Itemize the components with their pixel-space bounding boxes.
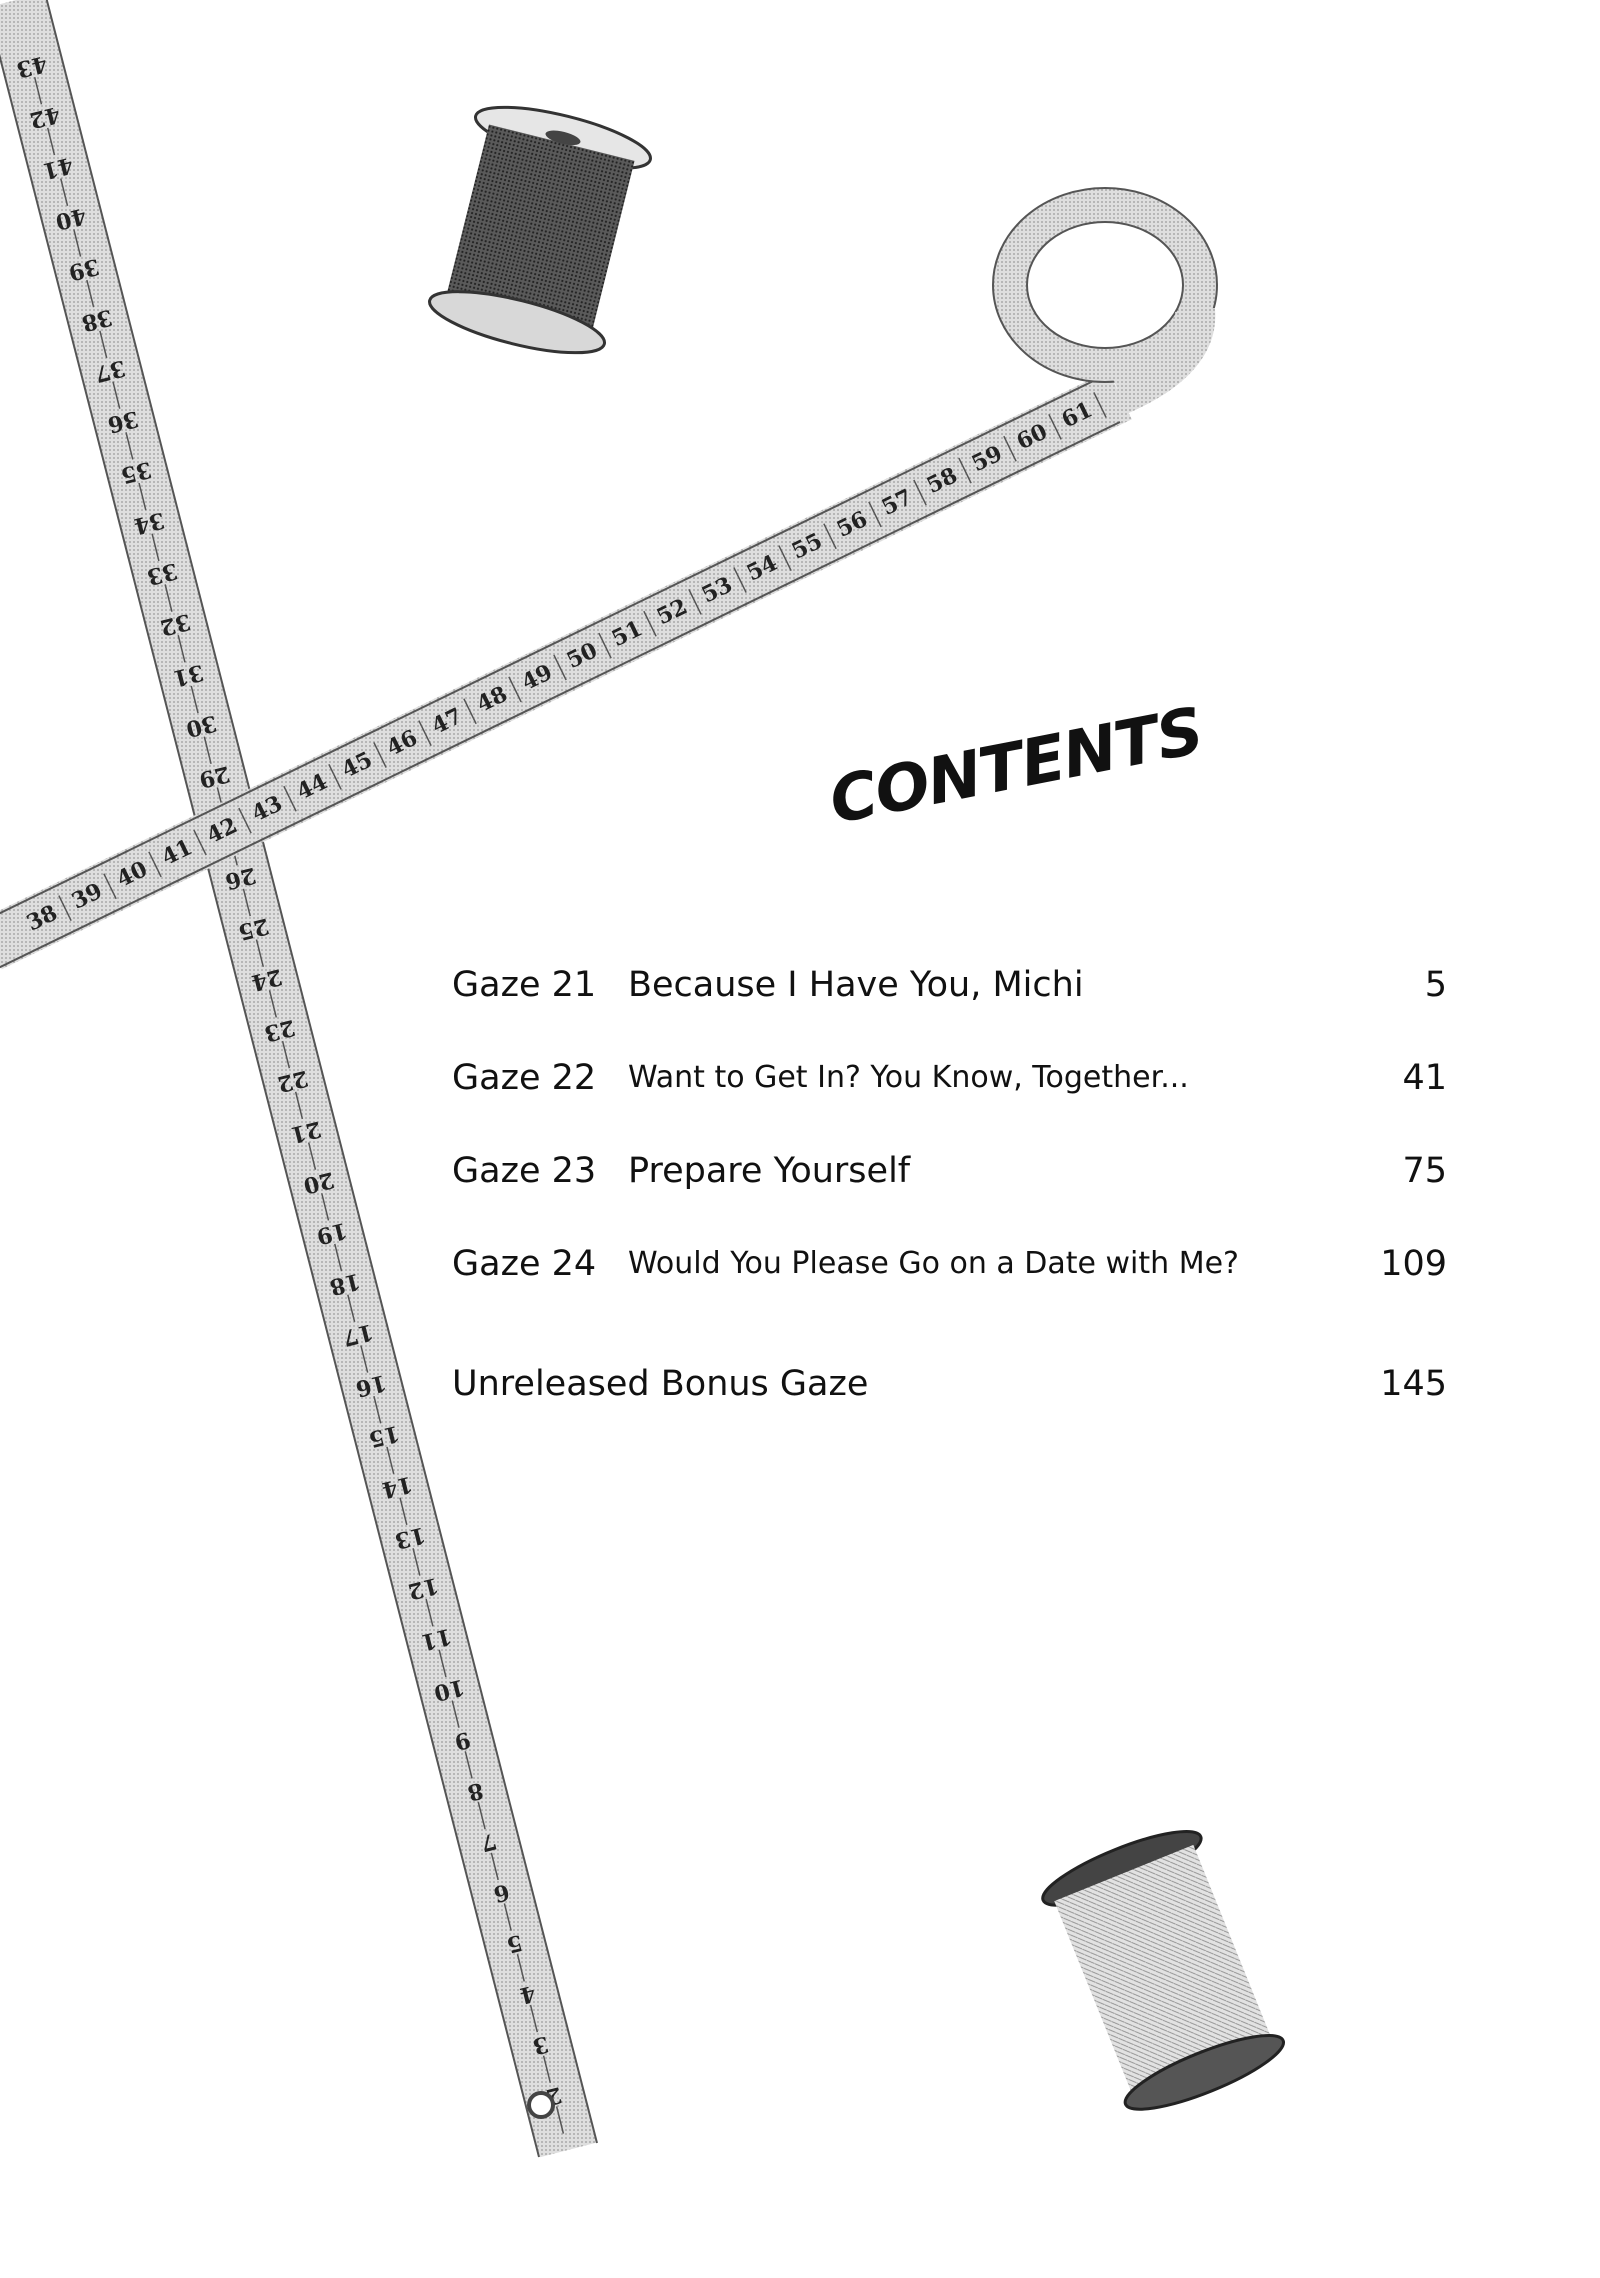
toc-entry[interactable]: Gaze 22 Want to Get In? You Know, Togeth… <box>452 1048 1447 1141</box>
tape-end-eyelet <box>527 2091 555 2119</box>
tape-tick <box>33 76 43 105</box>
tape-tick <box>418 720 432 747</box>
chapter-page: 5 <box>1424 965 1447 1005</box>
tape-tick <box>177 635 186 663</box>
tape-tick <box>451 1700 460 1728</box>
tape-tick <box>164 584 173 612</box>
tape-tick <box>328 763 342 790</box>
tape-tick <box>412 1548 421 1576</box>
table-of-contents: Gaze 21 Because I Have You, Michi 5 Gaze… <box>452 955 1447 1447</box>
tape-tick <box>503 1903 512 1931</box>
tape-number: 8 <box>465 1777 486 1806</box>
tape-tick <box>542 2055 552 2084</box>
tape-tick <box>516 1954 525 1982</box>
tape-tick <box>281 1040 291 1069</box>
tape-tick <box>555 2106 565 2134</box>
chapter-title: Would You Please Go on a Date with Me? <box>628 1246 1239 1281</box>
bonus-page: 145 <box>1380 1364 1447 1404</box>
tape-tick <box>958 457 972 484</box>
tape-tick <box>58 895 72 922</box>
chapter-page: 109 <box>1380 1244 1447 1284</box>
toc-entry[interactable]: Gaze 23 Prepare Yourself 75 <box>452 1141 1447 1234</box>
bonus-title: Unreleased Bonus Gaze <box>452 1364 869 1404</box>
tape-tick <box>438 1649 447 1678</box>
tape-tick <box>268 990 278 1018</box>
tape-tick <box>60 178 69 206</box>
tape-tick <box>103 873 117 900</box>
tape-tick <box>242 888 251 917</box>
tape-tick <box>386 1446 395 1475</box>
tape-tick <box>73 229 82 257</box>
tape-number: 9 <box>452 1726 473 1755</box>
tape-tick <box>112 381 121 409</box>
tape-tick <box>425 1598 434 1627</box>
tape-tick <box>1048 413 1062 440</box>
tape-tick <box>1093 392 1107 418</box>
tape-tick <box>778 545 792 572</box>
tape-number: 7 <box>478 1827 499 1856</box>
vertical-tape: 4342414039383736353433323130292726252423… <box>0 0 598 2158</box>
toc-entry[interactable]: Gaze 24 Would You Please Go on a Date wi… <box>452 1234 1447 1327</box>
light-spool <box>1041 1830 1285 2111</box>
tape-tick <box>399 1497 408 1525</box>
tape-tick <box>125 432 134 460</box>
tape-tick <box>148 851 162 878</box>
tape-tick <box>463 698 477 725</box>
chapter-title: Because I Have You, Michi <box>628 965 1084 1005</box>
chapter-title: Want to Get In? You Know, Together... <box>628 1060 1189 1095</box>
tape-tick <box>307 1142 317 1170</box>
chapter-label: Gaze 22 <box>452 1058 597 1098</box>
tape-tick <box>373 742 387 768</box>
tape-tick <box>508 676 522 703</box>
tape-tick <box>99 330 108 359</box>
tape-tick <box>529 2004 539 2033</box>
tape-tick <box>294 1091 304 1120</box>
tape-number: 3 <box>530 2030 551 2059</box>
tape-tick <box>733 567 747 593</box>
tape-tick <box>823 523 837 550</box>
tape-tick <box>193 829 207 856</box>
tape-tick <box>360 1345 369 1373</box>
tape-tick <box>477 1801 486 1830</box>
toc-entry-bonus[interactable]: Unreleased Bonus Gaze 145 <box>452 1354 1447 1447</box>
tape-number: 6 <box>491 1878 512 1907</box>
chapter-title: Prepare Yourself <box>628 1151 911 1191</box>
tape-tick <box>688 588 702 615</box>
tape-tick <box>868 501 882 528</box>
tape-tick <box>464 1751 473 1779</box>
chapter-label: Gaze 21 <box>452 965 597 1005</box>
tape-tick <box>255 939 264 967</box>
diagonal-tape: 3839404142434445464748495051525354555657… <box>0 187 1218 970</box>
tape-tick <box>283 785 297 812</box>
tape-tick <box>334 1243 343 1272</box>
tape-tick <box>373 1395 382 1424</box>
tape-tick <box>238 807 252 834</box>
tape-tick <box>913 479 927 506</box>
tape-tick <box>598 632 612 659</box>
tape-tick <box>490 1852 499 1881</box>
tape-tick <box>46 127 56 156</box>
tape-tick <box>643 610 657 637</box>
tape-tick <box>553 654 567 681</box>
chapter-page: 75 <box>1402 1151 1447 1191</box>
tape-tick <box>151 533 160 562</box>
dark-spool <box>428 105 652 355</box>
chapter-label: Gaze 24 <box>452 1244 597 1284</box>
tape-tick <box>347 1294 356 1323</box>
tape-tick <box>86 279 95 308</box>
tape-tick <box>321 1193 330 1221</box>
tape-tick <box>1003 435 1017 462</box>
tape-number: 5 <box>504 1929 525 1958</box>
tape-number: 4 <box>517 1980 538 2009</box>
chapter-page: 41 <box>1402 1058 1447 1098</box>
tape-tick <box>138 482 147 511</box>
toc-entry[interactable]: Gaze 21 Because I Have You, Michi 5 <box>452 955 1447 1048</box>
tape-tick <box>190 685 199 714</box>
chapter-label: Gaze 23 <box>452 1151 597 1191</box>
tape-tick <box>203 736 212 765</box>
tape-coil <box>993 188 1217 382</box>
